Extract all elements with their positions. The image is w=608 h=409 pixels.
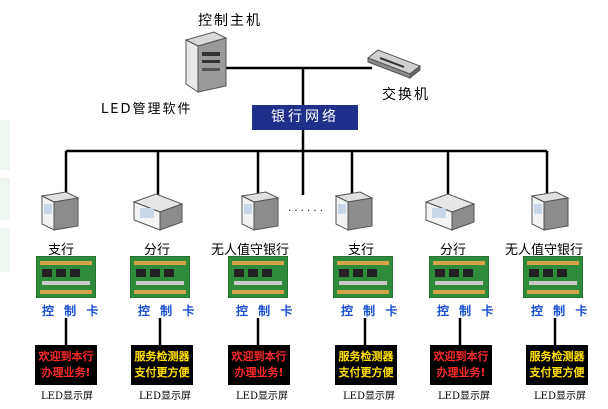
switch-label: 交换机 bbox=[382, 87, 430, 103]
ellipsis: · · · · · · bbox=[288, 206, 323, 217]
led-caption: LED显示屏 bbox=[236, 391, 288, 402]
led-caption: LED显示屏 bbox=[438, 391, 490, 402]
server-icon bbox=[184, 31, 228, 93]
computer-icon bbox=[334, 191, 374, 231]
led-screen: 服务检测器支付更方便 bbox=[335, 345, 397, 385]
computer-icon bbox=[424, 193, 476, 231]
node-label: 分行 bbox=[144, 243, 171, 258]
control-card-board bbox=[227, 255, 289, 299]
computer-icon bbox=[240, 191, 280, 231]
control-card-board bbox=[428, 255, 490, 299]
control-card-label: 控 制 卡 bbox=[437, 304, 497, 318]
side-decoration bbox=[0, 228, 10, 272]
software-label: LED管理软件 bbox=[101, 102, 193, 117]
bank-network-box: 银行网络 bbox=[252, 105, 358, 130]
led-caption: LED显示屏 bbox=[139, 391, 191, 402]
computer-icon bbox=[132, 193, 184, 231]
led-screen: 服务检测器支付更方便 bbox=[526, 345, 588, 385]
control-card-label: 控 制 卡 bbox=[138, 304, 198, 318]
switch-icon bbox=[367, 49, 421, 80]
led-caption: LED显示屏 bbox=[534, 391, 586, 402]
node-label: 支行 bbox=[48, 243, 75, 258]
computer-icon bbox=[530, 191, 570, 231]
led-screen: 服务检测器支付更方便 bbox=[131, 345, 193, 385]
node-label: 无人值守银行 bbox=[505, 243, 584, 258]
node-label: 支行 bbox=[348, 243, 375, 258]
node-label: 分行 bbox=[440, 243, 467, 258]
side-decoration bbox=[0, 178, 10, 220]
control-card-label: 控 制 卡 bbox=[341, 304, 401, 318]
host-label: 控制主机 bbox=[198, 13, 262, 29]
control-card-board bbox=[332, 255, 394, 299]
control-card-board bbox=[522, 255, 584, 299]
led-screen: 欢迎到本行办理业务! bbox=[35, 345, 97, 385]
node-label: 无人值守银行 bbox=[211, 243, 290, 258]
led-screen: 欢迎到本行办理业务! bbox=[228, 345, 290, 385]
control-card-board bbox=[129, 255, 191, 299]
control-card-board bbox=[35, 255, 97, 299]
led-screen: 欢迎到本行办理业务! bbox=[430, 345, 492, 385]
led-caption: LED显示屏 bbox=[41, 391, 93, 402]
computer-icon bbox=[40, 191, 80, 231]
control-card-label: 控 制 卡 bbox=[42, 304, 102, 318]
control-card-label: 控 制 卡 bbox=[531, 304, 591, 318]
led-caption: LED显示屏 bbox=[343, 391, 395, 402]
side-decoration bbox=[0, 120, 10, 170]
control-card-label: 控 制 卡 bbox=[236, 304, 296, 318]
